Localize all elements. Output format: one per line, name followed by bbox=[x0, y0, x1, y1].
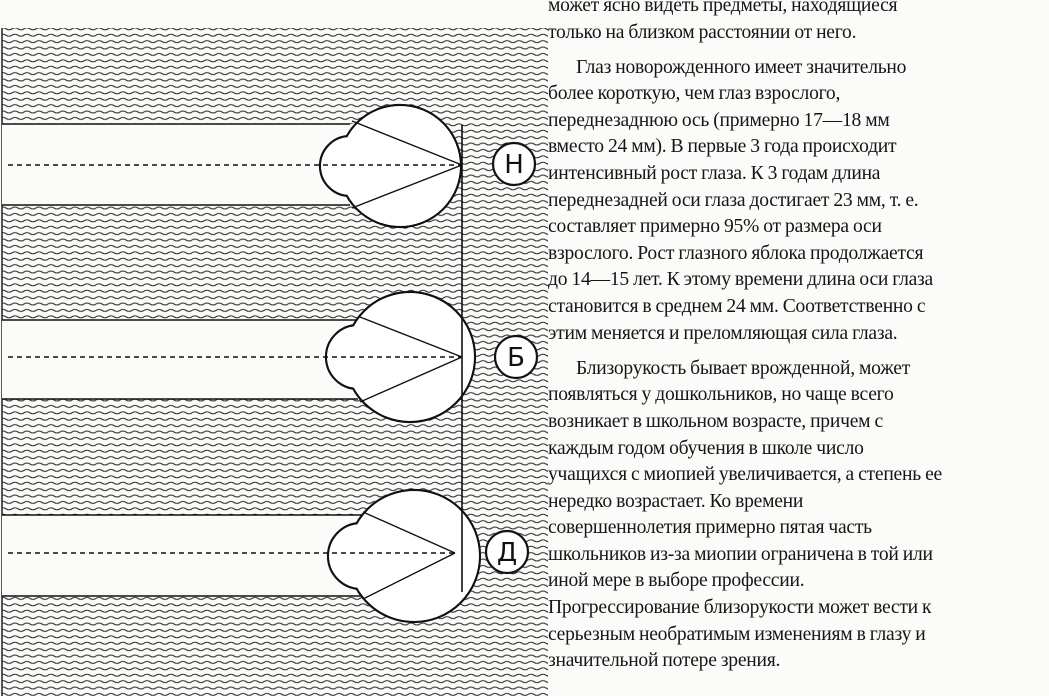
refracted-ray-top bbox=[351, 120, 463, 166]
eye-diagram-hyperopia: Н bbox=[2, 103, 537, 229]
text-line: Глаз новорожденного имеет значительно bbox=[576, 56, 907, 78]
eyeball bbox=[326, 488, 482, 624]
refracted-ray-top bbox=[359, 316, 463, 358]
text-column: может ясно видеть предметы, находящиеся т… bbox=[548, 0, 1048, 675]
eye-label-hyperopia: Н bbox=[491, 141, 537, 187]
text-line: становится в среднем 24 мм. Соответствен… bbox=[548, 296, 926, 318]
text-line: вместо 24 мм). В первые 3 года происходи… bbox=[548, 136, 897, 158]
paragraph-0: может ясно видеть предметы, находящиеся т… bbox=[548, 0, 1048, 46]
text-line: до 14—15 лет. К этому времени длина оси … bbox=[548, 269, 933, 291]
eye-label-text: Б bbox=[507, 343, 525, 373]
text-line: более короткую, чем глаз взрослого, bbox=[548, 83, 841, 105]
text-line: может ясно видеть предметы, находящиеся bbox=[548, 0, 898, 16]
eye-refraction-figure: Н Б Д bbox=[1, 28, 548, 696]
text-line: переднезадней оси глаза достигает 23 мм,… bbox=[548, 189, 919, 211]
text-line: интенсивный рост глаза. К 3 годам длина bbox=[548, 163, 881, 185]
text-line: иной мере в выборе профессии. bbox=[548, 570, 805, 592]
refracted-ray-bottom bbox=[351, 164, 463, 209]
text-line: взрослого. Рост глазного яблока продолжа… bbox=[548, 242, 924, 264]
figure-svg: Н Б Д bbox=[1, 28, 548, 696]
eye-label-text: Н bbox=[504, 150, 524, 180]
text-line: совершеннолетия примерно пятая часть bbox=[548, 517, 872, 539]
eye-label-myopia: Д bbox=[484, 529, 530, 575]
eye-label-text: Д bbox=[497, 538, 517, 568]
eye-diagram-normal: Б bbox=[2, 290, 539, 424]
refracted-ray-top bbox=[362, 511, 456, 554]
refracted-ray-bottom bbox=[362, 552, 456, 600]
eye-label-normal: Б bbox=[493, 334, 539, 380]
text-line: появляться у дошкольников, но чаще всего bbox=[548, 384, 894, 406]
text-line: школьников из-за миопии ограничена в той… bbox=[548, 543, 933, 565]
paragraph-2: Близорукость бывает врожденной, может поя… bbox=[548, 356, 1048, 675]
text-line: этим меняется и преломляющая сила глаза. bbox=[548, 322, 898, 344]
text-line: Близорукость бывает врожденной, может bbox=[576, 357, 911, 379]
text-line: каждым годом обучения в школе число bbox=[548, 437, 864, 459]
text-line: значительной потере зрения. bbox=[548, 650, 781, 672]
text-line: учащихся с миопией увеличивается, а степ… bbox=[548, 464, 942, 486]
text-line: нередко возрастает. Ко времени bbox=[548, 490, 804, 512]
refracted-ray-bottom bbox=[359, 356, 463, 403]
eyeball bbox=[318, 103, 463, 229]
text-line: составляет примерно 95% от размера оси bbox=[548, 216, 882, 238]
text-line: возникает в школьном возрасте, причем с bbox=[548, 410, 883, 432]
eye-diagram-myopia: Д bbox=[2, 488, 530, 624]
text-line: переднезаднюю ось (примерно 17—18 мм bbox=[548, 109, 890, 131]
text-line: серьезным необратимым изменениям в глазу… bbox=[548, 623, 926, 645]
paragraph-1: Глаз новорожденного имеет значительно бол… bbox=[548, 55, 1048, 348]
text-line: только на близком расстоянии от него. bbox=[548, 21, 857, 43]
text-line: Прогрессирование близорукости может вест… bbox=[548, 597, 932, 619]
